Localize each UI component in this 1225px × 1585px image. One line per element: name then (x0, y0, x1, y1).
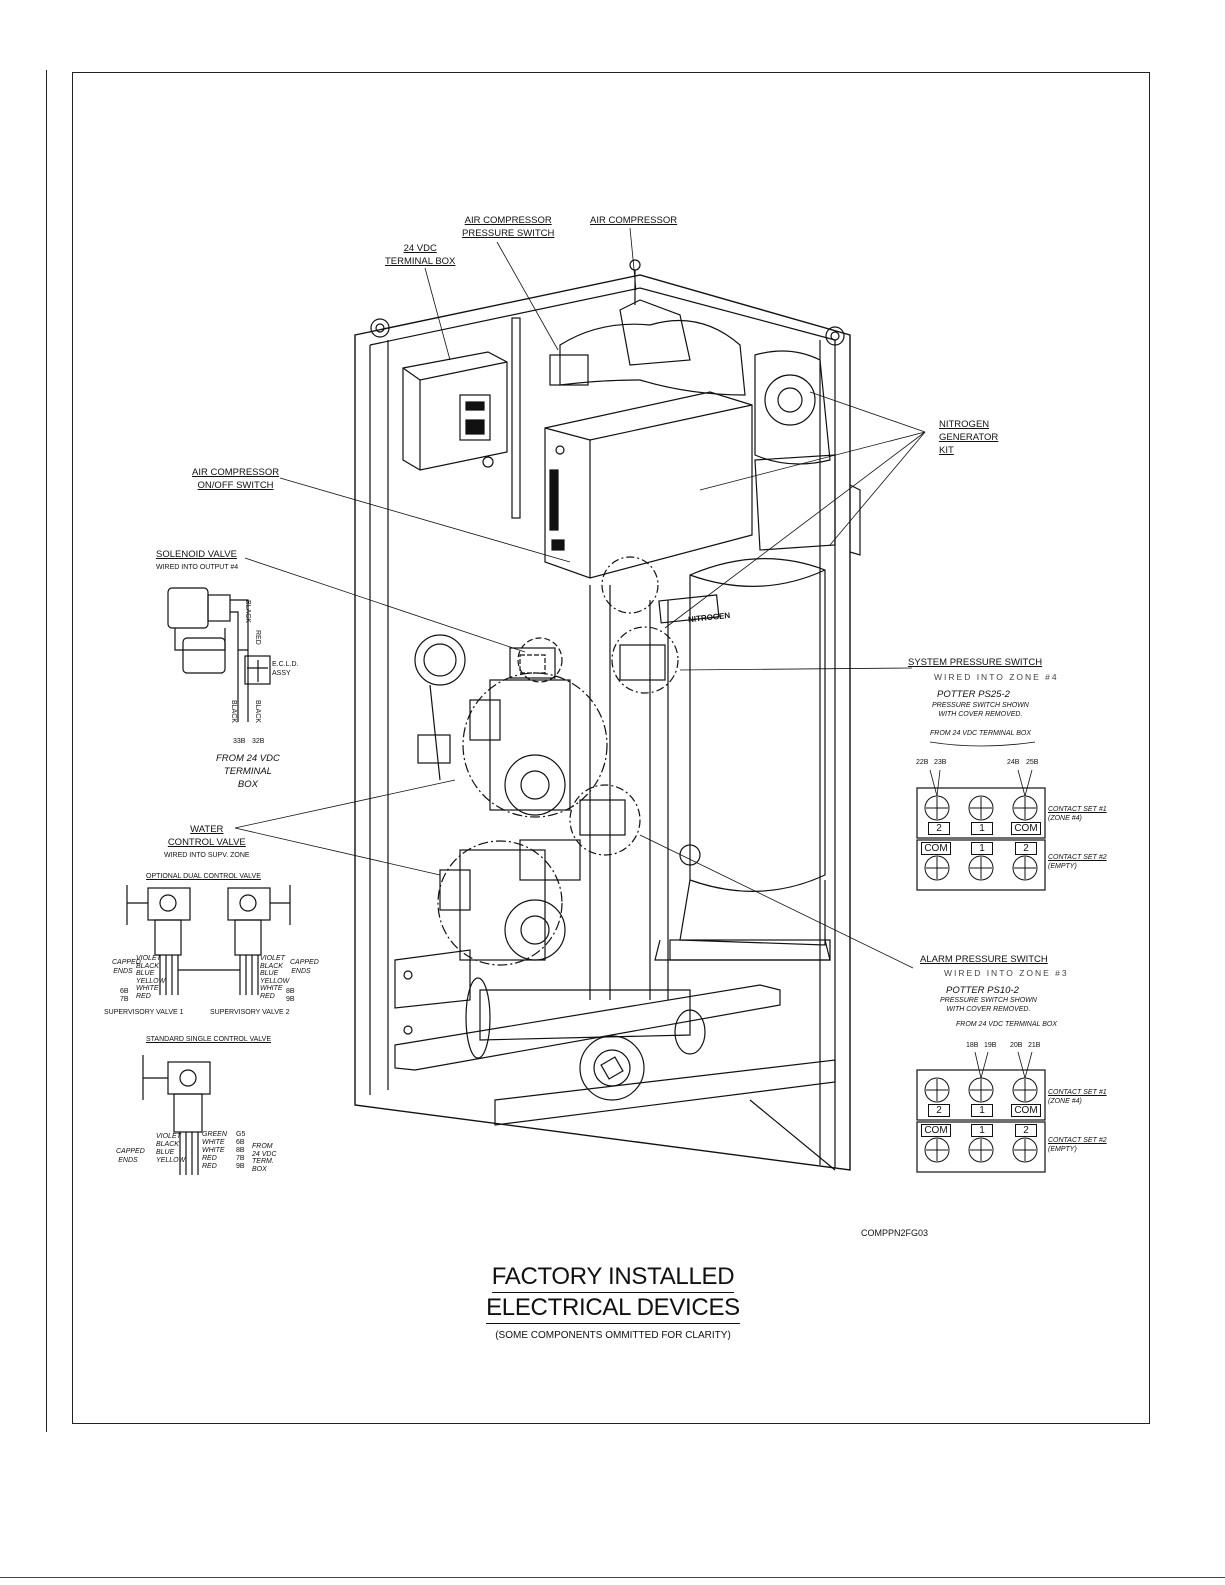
solenoid-terminal-33b: 33B (233, 738, 246, 745)
base-frame (394, 949, 836, 1171)
alarm-terminal-18b: 18B (966, 1042, 979, 1049)
system-contact-1-2: 1 (971, 842, 993, 855)
label-alarm-zone: WIRED INTO ZONE #3 (944, 968, 1069, 978)
system-terminal-25b: 25B (1026, 759, 1039, 766)
title-line-1: FACTORY INSTALLED (491, 1262, 735, 1293)
label-optional-dual-control-valve: OPTIONAL DUAL CONTROL VALVE (146, 873, 261, 880)
alarm-contact-com: COM (1011, 1104, 1041, 1117)
system-terminal-22b: 22B (916, 759, 929, 766)
riser-assembly (414, 585, 679, 1000)
wire-black-3: BLACK (254, 700, 261, 723)
bottom-rule (0, 1577, 1225, 1578)
system-contact-2: 2 (928, 822, 950, 835)
system-terminal-23b: 23B (934, 759, 947, 766)
left-margin-rule (46, 70, 47, 1432)
drawing-border (72, 72, 1150, 1424)
system-contact-set-1: CONTACT SET #1(ZONE #4) (1048, 806, 1107, 822)
alarm-contact-2: 2 (928, 1104, 950, 1117)
wire-black-2: BLACK (230, 700, 237, 723)
label-ecld-assy: E.C.L.D.ASSY (272, 661, 299, 677)
wire-red: RED (254, 630, 261, 645)
alarm-contact-com-2: COM (921, 1124, 951, 1137)
alarm-contact-2-2: 2 (1015, 1124, 1037, 1137)
title-line-2: ELECTRICAL DEVICES (486, 1293, 740, 1324)
label-solenoid-valve: SOLENOID VALVE WIRED INTO OUTPUT #4 (156, 549, 239, 571)
label-supervisory-valve-1: SUPERVISORY VALVE 1 (104, 1009, 184, 1016)
alarm-contact-set-2: CONTACT SET #2(EMPTY) (1048, 1137, 1107, 1153)
system-contact-2-2: 2 (1015, 842, 1037, 855)
alarm-contact-block (916, 1051, 1046, 1173)
label-nitrogen-generator-kit: NITROGEN GENERATOR KIT (939, 419, 999, 456)
alarm-terminal-20b: 20B (1010, 1042, 1023, 1049)
label-capped-ends-single: CAPPED ENDS (116, 1148, 145, 1164)
label-air-compressor: AIR COMPRESSOR (590, 215, 678, 226)
system-contact-block (916, 741, 1046, 891)
alarm-contact-1-2: 1 (971, 1124, 993, 1137)
alarm-terminal-21b: 21B (1028, 1042, 1041, 1049)
label-alarm-model: POTTER PS10-2 (946, 985, 1019, 996)
solenoid-terminal-32b: 32B (252, 738, 265, 745)
label-water-control-valve: WATER CONTROL VALVE WIRED INTO SUPV. ZON… (164, 824, 250, 859)
terminal-box (402, 351, 508, 471)
label-capped-ends-right: CAPPED ENDS (290, 959, 319, 975)
label-24vdc-terminal-box: 24 VDC TERMINAL BOX (385, 243, 456, 267)
label-air-compressor-onoff-switch: AIR COMPRESSOR ON/OFF SWITCH (192, 467, 280, 491)
nitrogen-generator (544, 259, 836, 614)
label-supervisory-valve-2: SUPERVISORY VALVE 2 (210, 1009, 290, 1016)
label-system-model: POTTER PS25-2 (937, 689, 1010, 700)
solenoid-valve-detail (167, 587, 271, 722)
label-alarm-pressure-switch: ALARM PRESSURE SWITCH (920, 954, 1048, 965)
system-contact-com-2: COM (921, 842, 951, 855)
title-block: FACTORY INSTALLED ELECTRICAL DEVICES (SO… (440, 1262, 786, 1341)
system-terminal-24b: 24B (1007, 759, 1020, 766)
system-contact-1: 1 (971, 822, 993, 835)
label-from-24vdc-solenoid: FROM 24 VDC TERMINAL BOX (216, 753, 280, 790)
alarm-contact-1: 1 (971, 1104, 993, 1117)
wire-black-1: BLACK (244, 600, 251, 623)
label-system-from: FROM 24 VDC TERMINAL BOX (930, 730, 1032, 737)
label-system-pressure-switch: SYSTEM PRESSURE SWITCH (908, 657, 1043, 668)
alarm-contact-set-1: CONTACT SET #1(ZONE #4) (1048, 1089, 1107, 1105)
title-subtitle: (SOME COMPONENTS OMMITTED FOR CLARITY) (495, 1330, 731, 1341)
alarm-terminal-19b: 19B (984, 1042, 997, 1049)
leader-lines (234, 227, 926, 969)
label-standard-single-control-valve: STANDARD SINGLE CONTROL VALVE (146, 1036, 271, 1043)
single-control-valve-detail (142, 1055, 211, 1175)
nitrogen-tank (654, 558, 831, 961)
dual-control-valve-detail (126, 885, 291, 995)
label-capped-ends-left: CAPPED ENDS (112, 959, 141, 975)
label-alarm-from: FROM 24 VDC TERMINAL BOX (956, 1021, 1058, 1028)
label-air-compressor-pressure-switch: AIR COMPRESSOR PRESSURE SWITCH (462, 215, 555, 239)
system-contact-set-2: CONTACT SET #2(EMPTY) (1048, 854, 1107, 870)
label-system-zone: WIRED INTO ZONE #4 (934, 672, 1059, 682)
drawing-code: COMPPN2FG03 (861, 1228, 929, 1238)
system-contact-com: COM (1011, 822, 1041, 835)
